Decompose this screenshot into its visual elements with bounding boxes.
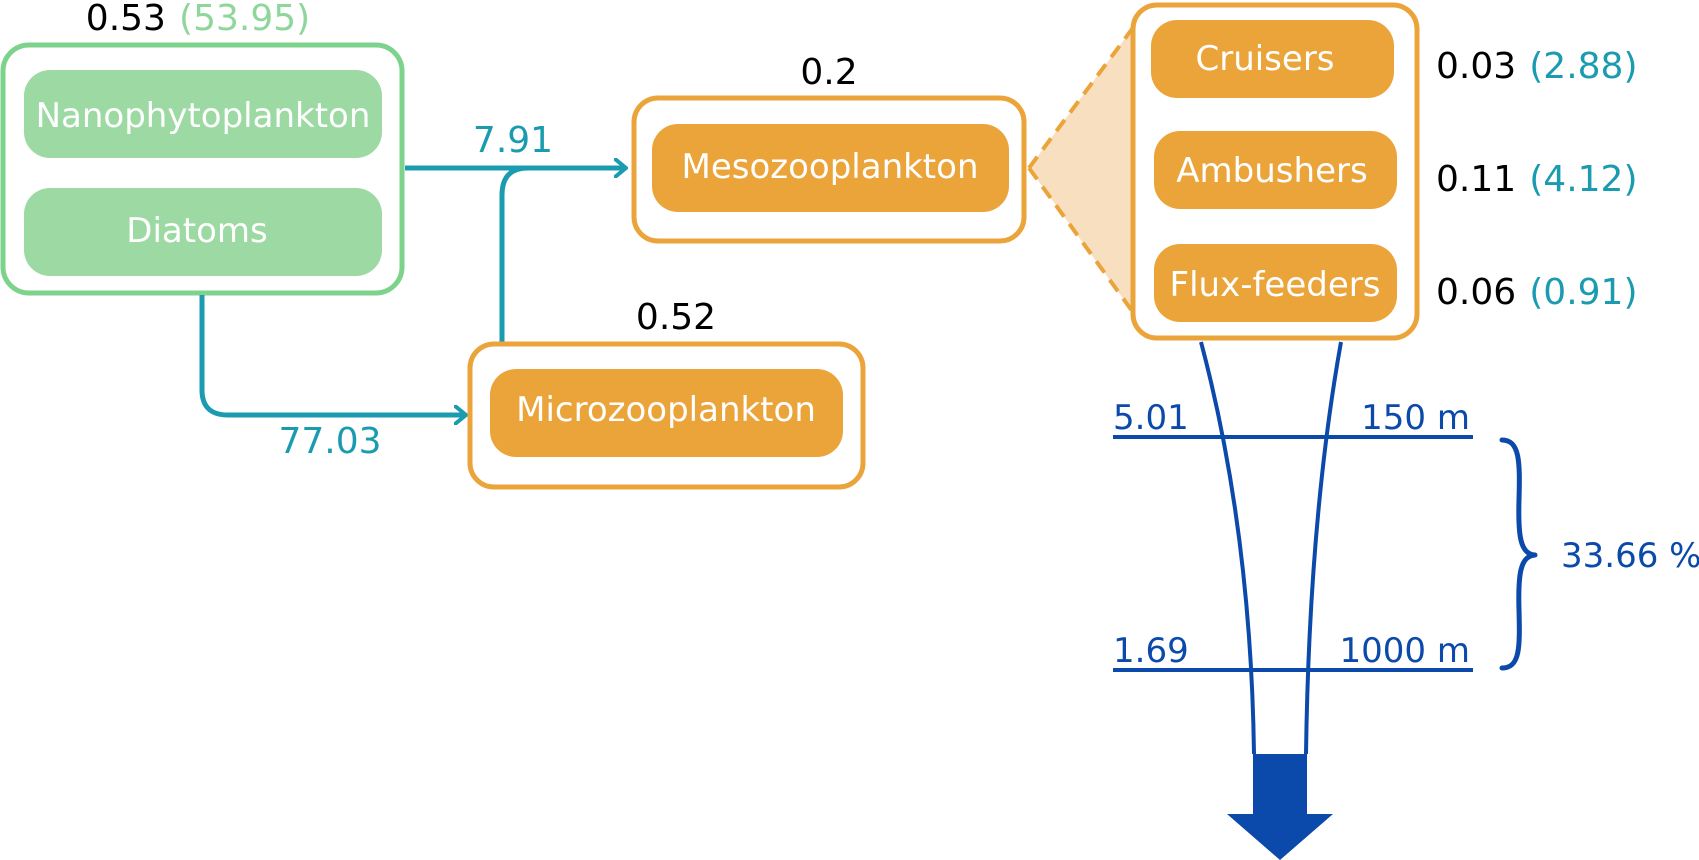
ambushers-label: Ambushers bbox=[1176, 151, 1367, 191]
export-flux-150m: 5.01 bbox=[1113, 398, 1189, 438]
transfer-efficiency-brace bbox=[1499, 437, 1538, 671]
mesozooplankton-label: Mesozooplankton bbox=[681, 147, 978, 187]
nanophytoplankton-label: Nanophytoplankton bbox=[36, 96, 371, 136]
mesozooplankton-value: 0.2 bbox=[800, 52, 857, 93]
expansion-cone-bottom-edge bbox=[1027, 166, 1137, 317]
depth-label-1000m: 1000 m bbox=[1340, 631, 1470, 671]
cruisers-label: Cruisers bbox=[1195, 39, 1334, 79]
cruisers-value-paren: (2.88) bbox=[1529, 46, 1637, 87]
funnel-right-edge bbox=[1304, 341, 1343, 755]
phytoplankton-value: 0.53 bbox=[86, 0, 166, 39]
phytoplankton-value-paren: (53.95) bbox=[179, 0, 310, 39]
diatoms-node: Diatoms bbox=[24, 188, 382, 276]
microzooplankton-box: Microzooplankton bbox=[467, 341, 866, 490]
cruisers-value: 0.03 bbox=[1436, 46, 1516, 87]
ambushers-value-paren: (4.12) bbox=[1529, 159, 1637, 200]
flux-feeders-value: 0.06 bbox=[1436, 272, 1516, 313]
diatoms-label: Diatoms bbox=[126, 211, 267, 251]
export-arrow bbox=[1227, 754, 1333, 860]
ambushers-value-label: 0.11 (4.12) bbox=[1436, 159, 1638, 200]
funnel-left-edge bbox=[1199, 341, 1256, 755]
flow-value-phyto-to-micro: 77.03 bbox=[278, 421, 381, 462]
export-flux-1000m: 1.69 bbox=[1113, 631, 1189, 671]
flow-value-phyto-to-meso: 7.91 bbox=[473, 120, 553, 161]
flux-feeders-node: Flux-feeders bbox=[1154, 244, 1397, 322]
ambushers-node: Ambushers bbox=[1154, 131, 1397, 209]
phytoplankton-box: Nanophytoplankton Diatoms bbox=[0, 42, 405, 296]
nanophytoplankton-node: Nanophytoplankton bbox=[24, 70, 382, 158]
phytoplankton-value-label: 0.53 (53.95) bbox=[86, 0, 310, 39]
ambushers-value: 0.11 bbox=[1436, 159, 1516, 200]
mesozooplankton-groups-box: Cruisers Ambushers Flux-feeders bbox=[1130, 2, 1420, 341]
expansion-cone-top-edge bbox=[1027, 23, 1137, 170]
cruisers-node: Cruisers bbox=[1151, 20, 1394, 98]
mesozooplankton-box: Mesozooplankton bbox=[631, 95, 1027, 244]
flux-feeders-label: Flux-feeders bbox=[1170, 265, 1381, 305]
microzooplankton-value: 0.52 bbox=[636, 297, 716, 338]
flux-feeders-value-label: 0.06 (0.91) bbox=[1436, 272, 1638, 313]
expansion-cone bbox=[1029, 25, 1135, 315]
flow-arrow-micro-to-meso bbox=[499, 165, 529, 342]
flux-feeders-value-paren: (0.91) bbox=[1529, 272, 1637, 313]
transfer-efficiency-label: 33.66 % bbox=[1561, 536, 1699, 576]
flow-arrow-phyto-to-micro bbox=[199, 295, 466, 415]
cruisers-value-label: 0.03 (2.88) bbox=[1436, 46, 1638, 87]
microzooplankton-label: Microzooplankton bbox=[516, 390, 816, 430]
depth-label-150m: 150 m bbox=[1361, 398, 1470, 438]
